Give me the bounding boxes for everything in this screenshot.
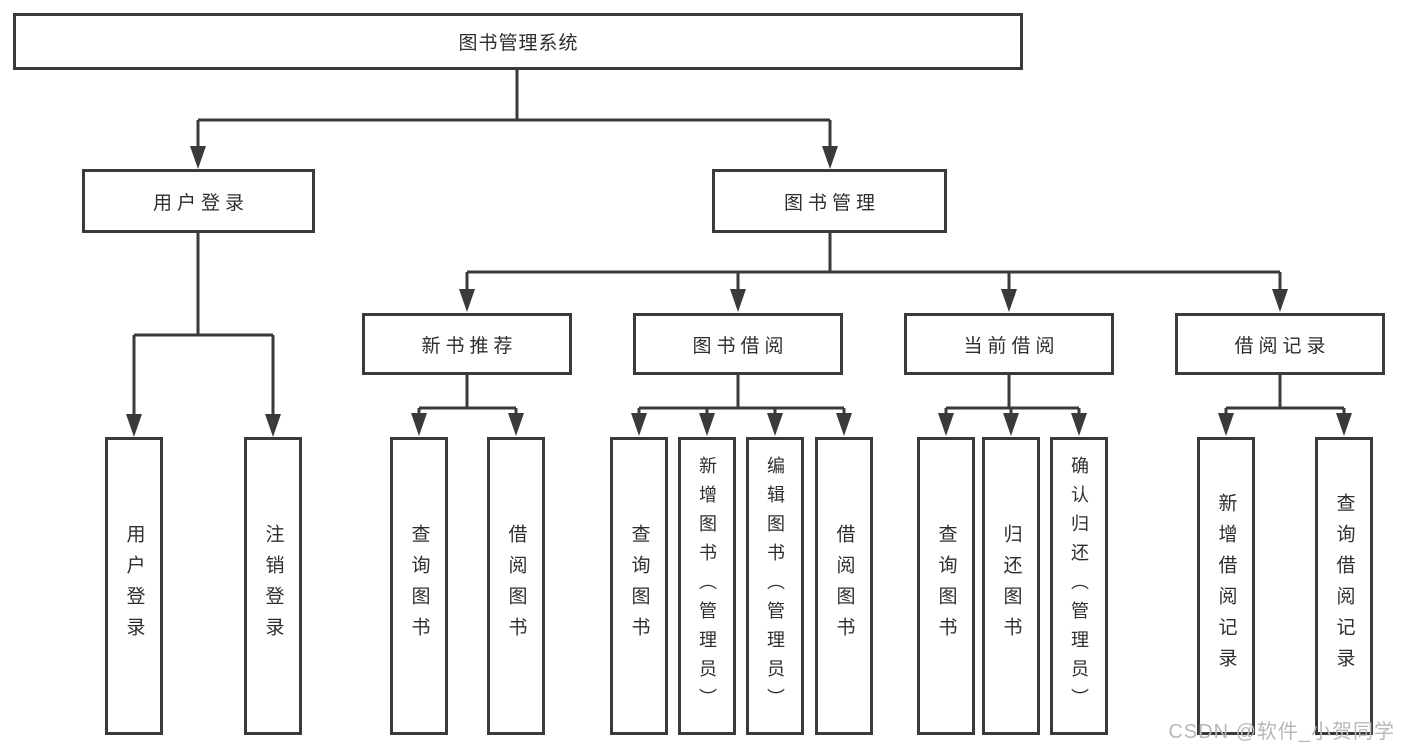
leaf-label: 借阅图书 — [833, 524, 855, 648]
node-book-borrowing: 图书借阅 — [633, 313, 843, 375]
leaf-label: 确认归还（管理员） — [1069, 455, 1089, 717]
leaf-query-borrow-record: 查询借阅记录 — [1315, 437, 1373, 735]
leaf-label: 查询借阅记录 — [1333, 493, 1355, 679]
node-current-borrowing: 当前借阅 — [904, 313, 1114, 375]
leaf-query-books-current: 查询图书 — [917, 437, 975, 735]
leaf-label: 新增借阅记录 — [1215, 493, 1237, 679]
leaf-user-login: 用户登录 — [105, 437, 163, 735]
watermark: CSDN @软件_小贺同学 — [1168, 721, 1395, 743]
leaf-logout: 注销登录 — [244, 437, 302, 735]
node-user-login: 用户登录 — [82, 169, 315, 233]
leaf-return-books: 归还图书 — [982, 437, 1040, 735]
leaf-label: 注销登录 — [262, 524, 284, 648]
leaf-label: 编辑图书（管理员） — [765, 455, 785, 717]
leaf-label: 查询图书 — [628, 524, 650, 648]
node-label: 图书管理系统 — [458, 33, 579, 54]
node-library-management-system: 图书管理系统 — [13, 13, 1023, 70]
leaf-label: 用户登录 — [123, 524, 145, 648]
leaf-label: 借阅图书 — [505, 524, 527, 648]
node-borrowing-records: 借阅记录 — [1175, 313, 1385, 375]
leaf-confirm-return-admin: 确认归还（管理员） — [1050, 437, 1108, 735]
leaf-borrow-books: 借阅图书 — [815, 437, 873, 735]
node-label: 用户登录 — [152, 192, 249, 214]
node-label: 当前借阅 — [963, 335, 1060, 357]
leaf-label: 归还图书 — [1000, 524, 1022, 648]
leaf-query-books-recommend: 查询图书 — [390, 437, 448, 735]
leaf-add-borrow-record: 新增借阅记录 — [1197, 437, 1255, 735]
leaf-label: 查询图书 — [935, 524, 957, 648]
node-new-book-recommendation: 新书推荐 — [362, 313, 572, 375]
leaf-query-books-borrow: 查询图书 — [610, 437, 668, 735]
node-label: 新书推荐 — [421, 335, 518, 357]
node-label: 借阅记录 — [1234, 335, 1331, 357]
leaf-label: 查询图书 — [408, 524, 430, 648]
node-label: 图书借阅 — [692, 335, 789, 357]
node-book-management: 图书管理 — [712, 169, 947, 233]
leaf-borrow-books-recommend: 借阅图书 — [487, 437, 545, 735]
leaf-edit-books-admin: 编辑图书（管理员） — [746, 437, 804, 735]
leaf-label: 新增图书（管理员） — [697, 455, 717, 717]
node-label: 图书管理 — [783, 192, 880, 214]
leaf-add-books-admin: 新增图书（管理员） — [678, 437, 736, 735]
connector-paths — [132, 70, 1346, 415]
